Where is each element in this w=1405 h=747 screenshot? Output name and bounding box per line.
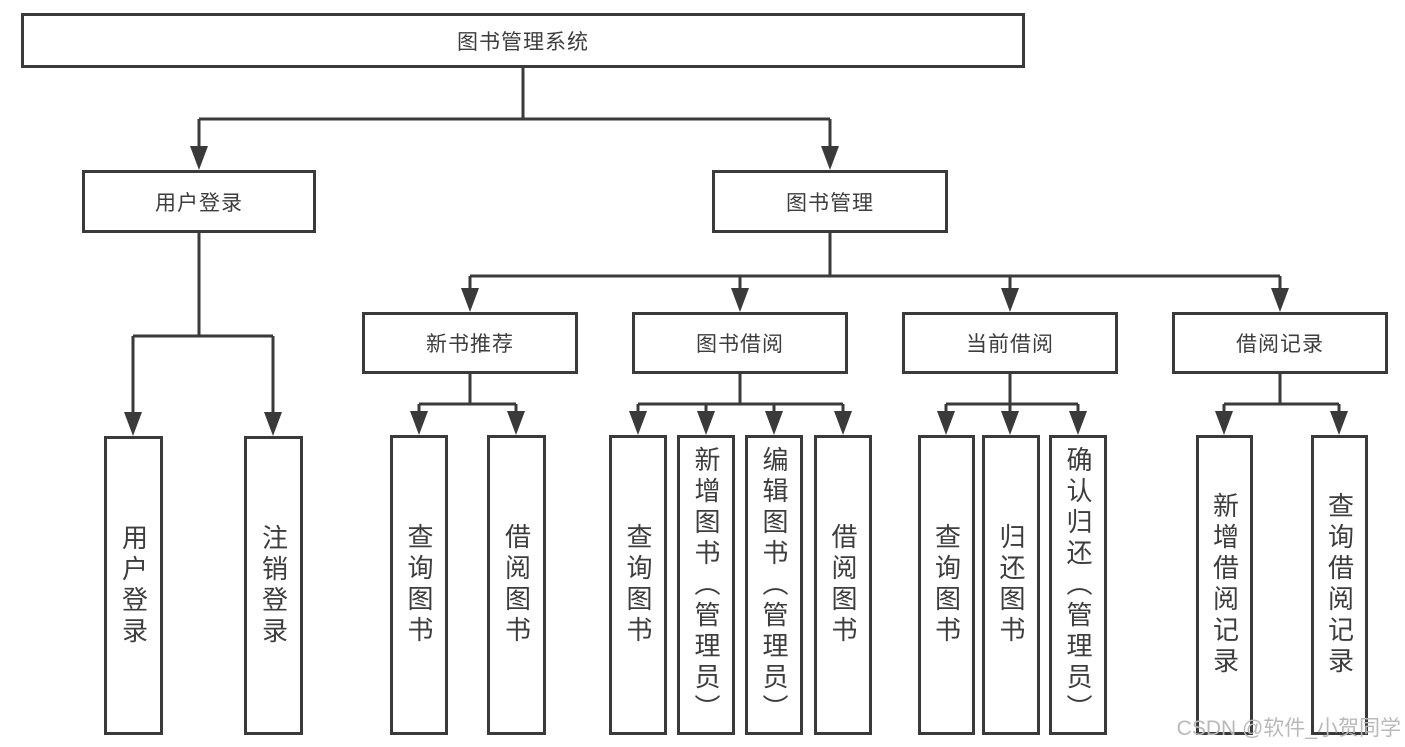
node-book-management: 图书管理 xyxy=(712,170,948,233)
leaf-borrow-add-book-admin: 新增图书（管理员） xyxy=(677,435,735,735)
leaf-user-login: 用户登录 xyxy=(104,436,163,735)
leaf-borrow-query-book: 查询图书 xyxy=(609,435,667,735)
leaf-recommend-borrow-book: 借阅图书 xyxy=(487,435,546,735)
leaf-current-query-book: 查询图书 xyxy=(918,435,975,735)
node-new-book-recommend: 新书推荐 xyxy=(362,312,578,374)
leaf-current-confirm-return-admin: 确认归还（管理员） xyxy=(1049,435,1107,735)
leaf-borrow-edit-book-admin: 编辑图书（管理员） xyxy=(745,435,803,735)
leaf-records-query-record: 查询借阅记录 xyxy=(1311,435,1368,735)
leaf-current-return-book: 归还图书 xyxy=(982,435,1040,735)
node-user-login: 用户登录 xyxy=(82,170,316,233)
node-borrow-records: 借阅记录 xyxy=(1172,312,1388,374)
leaf-recommend-query-book: 查询图书 xyxy=(390,435,448,735)
csdn-watermark: CSDN @软件_小贺同学 xyxy=(1176,717,1401,740)
leaf-borrow-borrow-book: 借阅图书 xyxy=(814,435,872,735)
leaf-records-add-record: 新增借阅记录 xyxy=(1196,435,1253,735)
node-book-borrow: 图书借阅 xyxy=(632,312,848,374)
leaf-logout: 注销登录 xyxy=(244,436,303,735)
node-current-borrow: 当前借阅 xyxy=(902,312,1118,374)
node-library-system: 图书管理系统 xyxy=(21,13,1025,68)
